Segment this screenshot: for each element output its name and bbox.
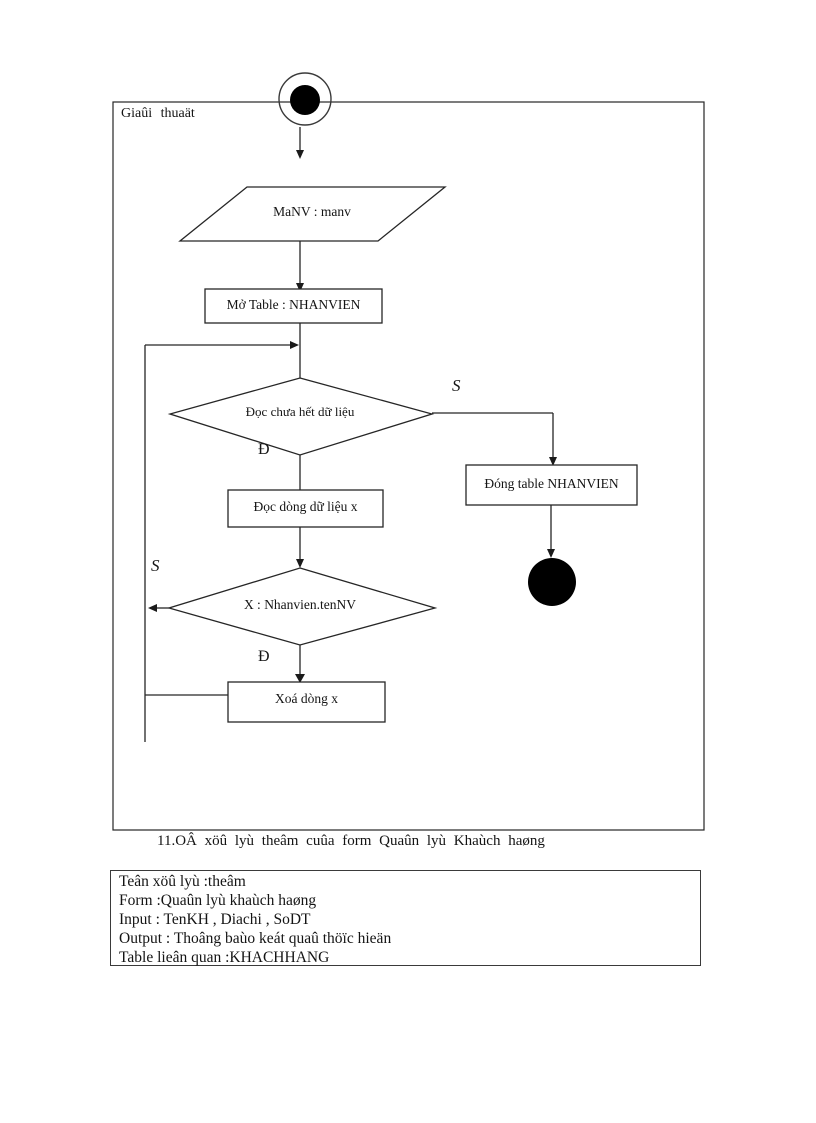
spec-line-form: Form :Quaûn lyù khaùch haøng [119,892,317,909]
delete-row-label: Xoá dòng x [275,691,338,706]
arrowhead-delete-row [295,674,305,683]
spec-line-name: Teân xöû lyù :theâm [119,873,246,890]
close-table-label: Đóng table NHANVIEN [484,476,619,491]
figure-caption: 11.OÂ xöû lyù theâm cuûa form Quaûn lyù … [157,833,545,849]
input-parallelogram [178,186,447,242]
arrowhead-loop-join [290,341,299,349]
arrowhead-open-table [296,283,304,292]
start-node-ring [278,72,332,126]
decision2-label: X : Nhanvien.tenNV [243,597,357,612]
arrowhead-end-node [547,549,555,558]
flowchart-title: Giaûi thuaät [121,106,195,121]
spec-line-output: Output : Thoâng baùo keát quaû thöïc hie… [119,930,392,947]
read-row-label: Đọc dòng dữ liệu x [253,499,358,514]
open-table-rect [204,288,383,324]
spec-line-input: Input : TenKH , Diachi , SoDT [119,911,311,928]
arrowhead-start [296,150,304,159]
decision2-diamond [166,567,438,646]
branch-label-yes2: Đ [258,648,270,665]
end-node-icon [528,558,576,606]
arrowhead-loop-left [148,604,157,612]
flowchart-border [112,101,705,831]
branch-label-no1: S [452,376,461,395]
decision1-label: Đọc chưa hết dữ liệu [245,404,355,419]
branch-label-no2: S [151,556,160,575]
decision1-diamond [167,377,435,456]
open-table-label: Mở Table : NHANVIEN [226,297,361,312]
input-node-label: MaNV : manv [273,204,351,219]
branch-label-yes1: Đ [258,441,270,458]
start-node-icon [290,85,320,115]
arrowhead-decision2 [296,559,304,568]
arrowhead-close-table [549,457,557,466]
spec-box: Teân xöû lyù :theâm Form :Quaûn lyù khaù… [110,870,701,966]
close-table-rect [465,464,638,506]
read-row-rect [227,489,384,528]
delete-row-rect [227,681,386,723]
spec-line-table: Table lieân quan :KHACHHANG [119,949,330,966]
